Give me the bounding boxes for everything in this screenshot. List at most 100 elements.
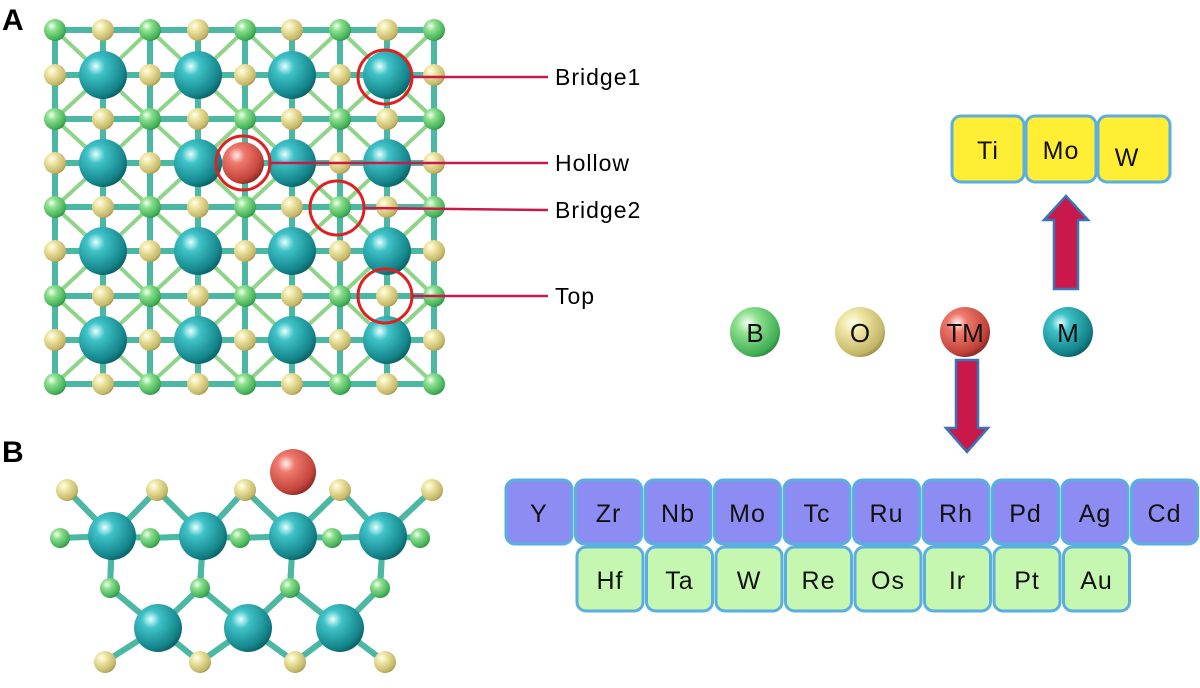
- svg-text:Hf: Hf: [597, 567, 624, 595]
- legend-tm: TM: [940, 307, 990, 357]
- svg-text:W: W: [1115, 144, 1140, 172]
- b-atom: [423, 19, 445, 41]
- tm-row1-tile-nb: Nb: [643, 478, 713, 546]
- o-atom: [92, 19, 114, 41]
- o-atom: [187, 373, 209, 395]
- b-atom: [50, 528, 70, 548]
- m-atom: [134, 604, 182, 652]
- o-atom: [56, 479, 78, 501]
- m-atom: [224, 604, 272, 652]
- m-atom: [268, 316, 316, 364]
- panel-b-label: B: [2, 436, 24, 469]
- m-atom: [79, 51, 127, 99]
- o-atom: [423, 64, 445, 86]
- b-atom: [329, 196, 351, 218]
- arrow-up: [1041, 194, 1091, 291]
- tm-row2-tile-ta: Ta: [645, 545, 714, 613]
- b-atom: [44, 196, 66, 218]
- o-atom: [376, 285, 398, 307]
- b-atom: [423, 108, 445, 130]
- arrow-down: [943, 358, 991, 454]
- o-atom: [234, 329, 256, 351]
- tm-row2-tile-au: Au: [1062, 545, 1131, 613]
- b-atom: [139, 108, 161, 130]
- o-atom: [44, 64, 66, 86]
- panel-a-label: A: [2, 4, 24, 37]
- o-atom: [94, 651, 116, 673]
- svg-text:Nb: Nb: [661, 500, 695, 528]
- tm-row1-tile-tc: Tc: [782, 478, 852, 546]
- svg-text:Pd: Pd: [1009, 500, 1042, 528]
- m-atom: [359, 512, 407, 560]
- m-atom: [363, 316, 411, 364]
- m-atom: [179, 512, 227, 560]
- m-atom: [268, 227, 316, 275]
- o-atom: [376, 108, 398, 130]
- b-atom: [329, 285, 351, 307]
- tm-row2-tile-pt: Pt: [992, 545, 1062, 613]
- svg-text:Cd: Cd: [1148, 500, 1182, 528]
- m-tile-w: W: [1096, 114, 1172, 184]
- b-atom: [234, 108, 256, 130]
- o-atom: [376, 373, 398, 395]
- o-atom: [281, 285, 303, 307]
- side-view-lattice: [50, 449, 443, 673]
- o-atom: [329, 240, 351, 262]
- atom-legend: B O TM M: [730, 307, 1093, 357]
- bridge1-label: Bridge1: [555, 64, 641, 90]
- b-atom: [423, 196, 445, 218]
- svg-text:Ru: Ru: [870, 500, 904, 528]
- o-atom: [139, 64, 161, 86]
- o-atom: [376, 19, 398, 41]
- b-atom: [329, 373, 351, 395]
- o-atom: [187, 19, 209, 41]
- b-atom: [322, 528, 342, 548]
- svg-text:Tc: Tc: [804, 500, 831, 528]
- o-atom: [139, 329, 161, 351]
- m-tile-mo: Mo: [1024, 114, 1098, 184]
- tm-row2-tile-w: W: [714, 545, 784, 613]
- b-atom: [140, 528, 160, 548]
- svg-text:Re: Re: [802, 567, 836, 595]
- o-atom: [281, 108, 303, 130]
- o-atom: [92, 196, 114, 218]
- svg-text:Pt: Pt: [1014, 567, 1040, 595]
- tm-row2-tile-re: Re: [784, 545, 853, 613]
- tm-row1-tile-pd: Pd: [991, 478, 1060, 546]
- o-atom: [423, 240, 445, 262]
- m-atom: [79, 227, 127, 275]
- b-atom: [280, 578, 300, 598]
- svg-text:TM: TM: [946, 318, 984, 348]
- m-atom: [268, 51, 316, 99]
- svg-text:W: W: [737, 567, 762, 595]
- legend-m: M: [1043, 307, 1093, 357]
- svg-text:Ir: Ir: [949, 567, 966, 595]
- o-atom: [187, 196, 209, 218]
- b-atom: [329, 19, 351, 41]
- o-atom: [281, 373, 303, 395]
- legend-o: O: [835, 307, 885, 357]
- svg-text:Mo: Mo: [729, 500, 766, 528]
- o-atom: [421, 479, 443, 501]
- m-atom: [174, 139, 222, 187]
- b-atom: [190, 578, 210, 598]
- b-atom: [423, 373, 445, 395]
- o-atom: [44, 329, 66, 351]
- o-atom: [92, 373, 114, 395]
- m-atom: [79, 316, 127, 364]
- tm-row2-tile-ir: Ir: [923, 545, 992, 613]
- svg-text:Ti: Ti: [977, 137, 999, 165]
- o-atom: [281, 196, 303, 218]
- tm-row2-tile-hf: Hf: [575, 545, 645, 613]
- o-atom: [92, 285, 114, 307]
- m-tile-ti: Ti: [950, 114, 1026, 184]
- tm-row1-tile-zr: Zr: [574, 478, 643, 546]
- b-atom: [44, 373, 66, 395]
- o-atom: [234, 240, 256, 262]
- tm-adatom-side: [270, 449, 316, 495]
- m-atom: [363, 227, 411, 275]
- m-atom-icon: [1043, 307, 1093, 357]
- o-atom: [187, 285, 209, 307]
